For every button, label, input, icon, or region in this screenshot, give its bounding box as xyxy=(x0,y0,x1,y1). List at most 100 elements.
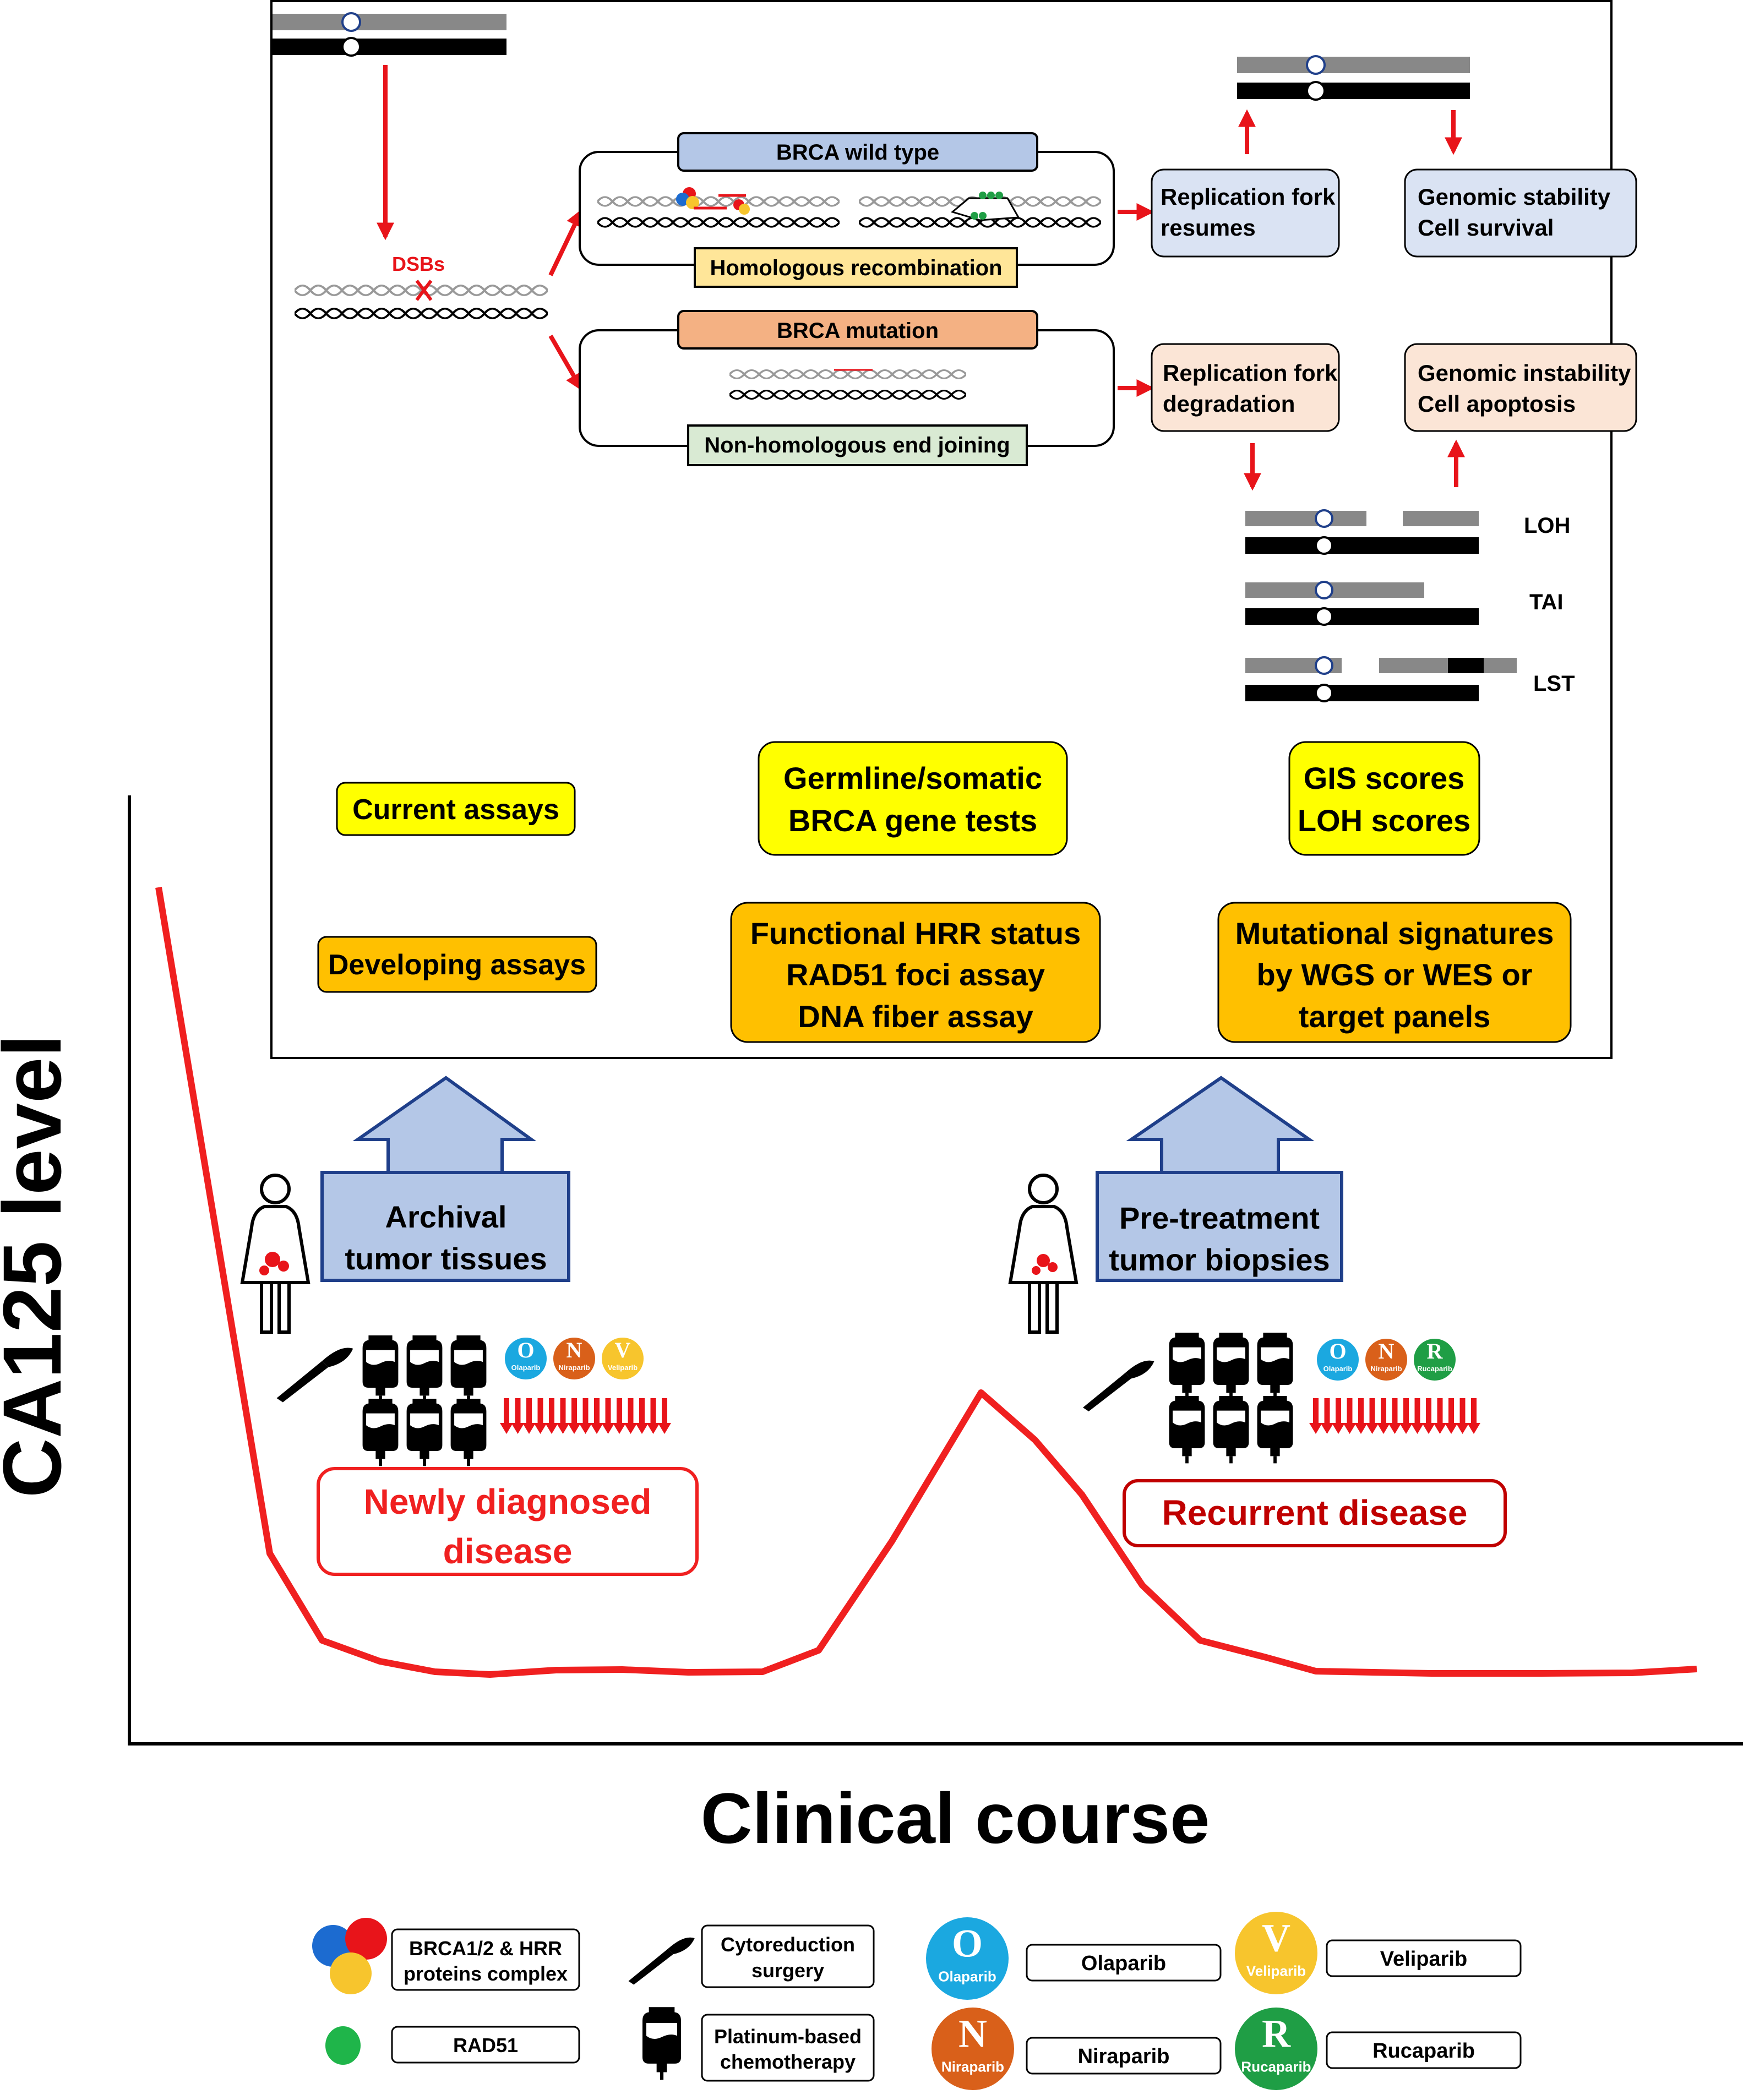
brca-mutation-text: BRCA mutation xyxy=(777,319,939,343)
dose-arrow xyxy=(1388,1398,1402,1434)
dose-arrow xyxy=(533,1398,547,1434)
brca-wild-type-box xyxy=(677,132,1038,172)
badge-letter: V xyxy=(1262,1916,1290,1960)
legend-chemo-line-1: Platinum-based xyxy=(714,2025,862,2048)
badge-name: Niraparib xyxy=(558,1363,590,1372)
dose-arrow xyxy=(568,1398,581,1434)
dose-arrow xyxy=(579,1398,592,1434)
dose-arrow xyxy=(601,1398,615,1434)
rucaparib-badge xyxy=(1414,1339,1456,1381)
chromosome-top-left xyxy=(273,12,506,57)
dose-arrow xyxy=(1422,1398,1435,1434)
current-assays-text: Current assays xyxy=(352,794,559,826)
chemo-bag-icon xyxy=(406,1335,443,1403)
fork-resumes-line-2: resumes xyxy=(1161,215,1256,241)
dose-arrow xyxy=(1365,1398,1379,1434)
arrow-to-mutation xyxy=(548,334,583,391)
dose-arrow xyxy=(613,1398,626,1434)
dose-arrow xyxy=(1377,1398,1390,1434)
legend-drug-label: Olaparib xyxy=(1081,1952,1166,1975)
rad51-dot xyxy=(979,212,987,220)
dose-arrow xyxy=(1467,1398,1480,1434)
badge-letter: O xyxy=(517,1338,534,1362)
instability-line-1: Genomic instability xyxy=(1418,360,1631,386)
legend-surgery-line-1: Cytoreduction xyxy=(721,1933,855,1956)
x-axis-label: Clinical course xyxy=(701,1778,1210,1858)
brca-tests-line-2: BRCA gene tests xyxy=(788,803,1037,838)
stability-line-1: Genomic stability xyxy=(1418,184,1611,210)
gis-scores-line-1: GIS scores xyxy=(1304,761,1465,795)
dose-arrow xyxy=(1332,1398,1345,1434)
stability-line-2: Cell survival xyxy=(1418,215,1554,241)
stability-box xyxy=(1404,168,1637,258)
dose-arrow xyxy=(511,1398,525,1434)
chemo-bag-icon xyxy=(1213,1332,1249,1400)
legend-drug-label: Veliparib xyxy=(1380,1948,1467,1971)
brca-complex-icon xyxy=(345,1918,387,1960)
recurrent-box xyxy=(1123,1479,1507,1547)
dose-arrow xyxy=(1354,1398,1368,1434)
arrow-to-wild-type xyxy=(548,209,583,276)
dose-arrow xyxy=(1320,1398,1334,1434)
brca-wild-type-text: BRCA wild type xyxy=(776,140,939,165)
gis-scores-box xyxy=(1288,741,1480,856)
functional-hrr-line-2: RAD51 foci assay xyxy=(786,957,1045,992)
legend-drug-label-box xyxy=(1026,2037,1222,2075)
parp-dosing-arrows xyxy=(1309,1398,1480,1434)
tumor-spot xyxy=(1037,1254,1050,1267)
chemo-bag-icon xyxy=(450,1398,487,1466)
archival-arrow-shape xyxy=(320,1076,570,1282)
tai-chromosome xyxy=(1245,581,1479,626)
niraparib-badge xyxy=(932,2008,1014,2090)
dsb-label: DSBs xyxy=(392,253,445,275)
niraparib-badge xyxy=(1365,1339,1407,1381)
tumor-spot xyxy=(1048,1262,1058,1272)
niraparib-badge xyxy=(553,1338,595,1379)
dose-arrow xyxy=(1433,1398,1447,1434)
archival-line-1: Archival xyxy=(385,1199,507,1234)
dose-arrow xyxy=(545,1398,558,1434)
olaparib-badge xyxy=(1317,1339,1359,1381)
pretreatment-line-2: tumor biopsies xyxy=(1109,1242,1330,1277)
legend-drug-label-box xyxy=(1326,1939,1522,1977)
scalpel-icon xyxy=(628,1937,695,1985)
tumor-spot xyxy=(278,1261,289,1272)
gis-scores-line-2: LOH scores xyxy=(1298,803,1470,838)
badge-name: Olaparib xyxy=(511,1363,541,1372)
legend-drug-label: Niraparib xyxy=(1078,2045,1170,2068)
fork-degradation-line-1: Replication fork xyxy=(1163,360,1338,386)
badge-name: Veliparib xyxy=(1246,1962,1306,1979)
functional-hrr-box xyxy=(730,902,1101,1043)
legend-chemo-line-2: chemotherapy xyxy=(720,2050,856,2073)
badge-letter: N xyxy=(567,1338,582,1362)
badge-letter: V xyxy=(615,1338,631,1362)
developing-assays-text: Developing assays xyxy=(328,949,586,981)
functional-hrr-line-3: DNA fiber assay xyxy=(798,999,1033,1034)
dose-arrow xyxy=(1445,1398,1458,1434)
badge-letter: R xyxy=(1262,2011,1291,2055)
dose-arrow xyxy=(624,1398,638,1434)
veliparib-badge xyxy=(1235,1912,1317,1994)
signatures-line-3: target panels xyxy=(1299,999,1491,1034)
badge-letter: N xyxy=(1379,1339,1395,1363)
dose-arrow xyxy=(1456,1398,1469,1434)
lst-chromosome xyxy=(1245,656,1517,702)
recurrent-text: Recurrent disease xyxy=(1162,1493,1468,1532)
brca-tests-box xyxy=(758,741,1068,856)
badge-name: Rucaparib xyxy=(1417,1365,1452,1373)
badge-letter: O xyxy=(1329,1339,1346,1363)
hr-text: Homologous recombination xyxy=(710,256,1002,280)
rad51-dot xyxy=(995,192,1003,199)
legend-drug-label: Rucaparib xyxy=(1372,2039,1475,2063)
dose-arrow xyxy=(590,1398,603,1434)
dose-arrow xyxy=(1399,1398,1413,1434)
badge-name: Niraparib xyxy=(941,2058,1004,2075)
dose-arrow xyxy=(1410,1398,1424,1434)
scalpel-icon xyxy=(1083,1360,1154,1411)
parp-dosing-arrows xyxy=(500,1398,671,1434)
newly-diagnosed-line-1: Newly diagnosed xyxy=(364,1482,652,1521)
current-assays-box xyxy=(336,782,576,836)
rad51-dot xyxy=(979,192,987,199)
fork-resumes-line-1: Replication fork xyxy=(1161,184,1336,210)
